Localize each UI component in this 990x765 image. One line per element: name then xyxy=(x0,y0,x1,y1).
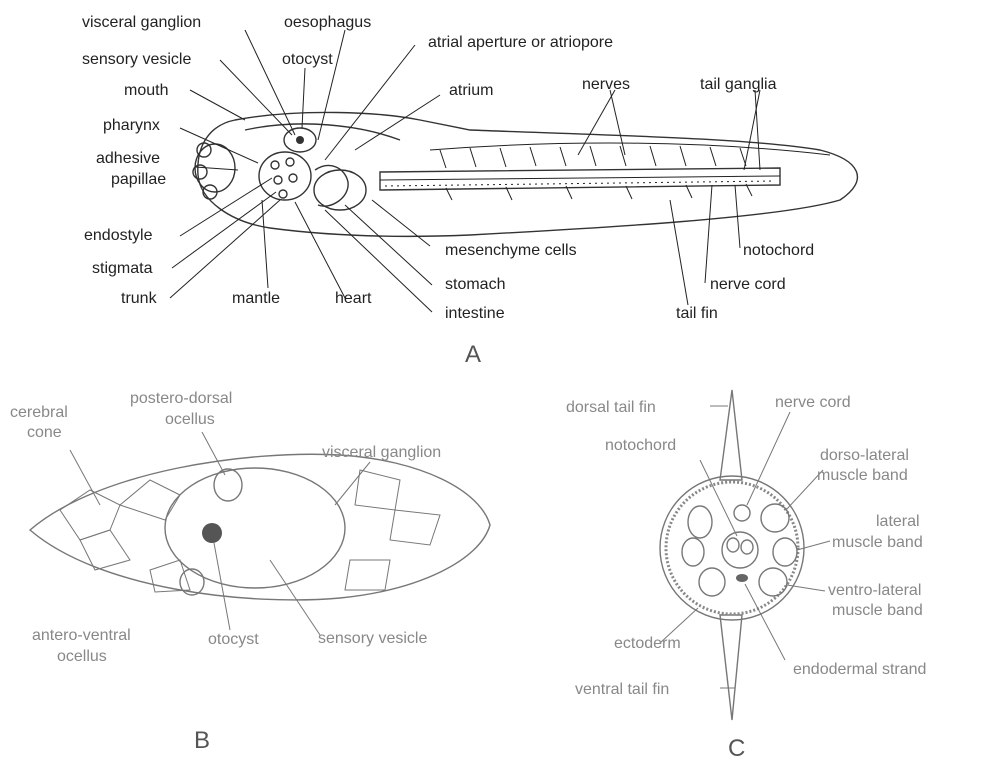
label-a-atrial-aperture: atrial aperture or atriopore xyxy=(428,34,613,51)
label-a-atrium: atrium xyxy=(449,82,493,99)
label-c-muscle-band-2: muscle band xyxy=(832,534,923,551)
label-b-visceral-ganglion: visceral ganglion xyxy=(322,444,441,461)
label-a-endostyle: endostyle xyxy=(84,227,153,244)
tail-nerve-cord-line xyxy=(380,176,780,180)
caption-b: B xyxy=(194,727,210,754)
panel-b-sensory-vesicle: cerebral cone postero-dorsal ocellus vis… xyxy=(10,390,490,754)
tail-fin-line xyxy=(430,143,830,155)
label-c-nerve-cord: nerve cord xyxy=(775,394,851,411)
muscle-band-vl-right xyxy=(759,568,787,596)
label-c-lateral: lateral xyxy=(876,513,920,530)
panel-a-larva: visceral ganglion oesophagus atrial aper… xyxy=(82,14,857,368)
label-a-adhesive: adhesive xyxy=(96,150,160,167)
antero-ventral-ocellus-b xyxy=(180,569,204,595)
label-a-oesophagus: oesophagus xyxy=(284,14,371,31)
label-a-heart: heart xyxy=(335,290,372,307)
label-b-ocellus2: ocellus xyxy=(57,648,107,665)
endodermal-strand-c xyxy=(736,574,748,582)
label-a-otocyst: otocyst xyxy=(282,51,333,68)
label-b-postero-dorsal: postero-dorsal xyxy=(130,390,232,407)
label-a-intestine: intestine xyxy=(445,305,505,322)
nerve-cord-c xyxy=(734,505,750,521)
label-a-tail-ganglia: tail ganglia xyxy=(700,76,777,93)
label-b-cerebral: cerebral xyxy=(10,404,68,421)
caption-c: C xyxy=(728,735,745,762)
label-a-nerves: nerves xyxy=(582,76,630,93)
mantle-a xyxy=(245,124,400,140)
label-c-ventro-lateral: ventro-lateral xyxy=(828,582,921,599)
muscle-band-lat-right xyxy=(773,538,797,566)
label-c-muscle-band-3: muscle band xyxy=(832,602,923,619)
dorsal-fin-c xyxy=(720,390,742,480)
label-c-dorsal-tail-fin: dorsal tail fin xyxy=(566,399,656,416)
label-a-mouth: mouth xyxy=(124,82,168,99)
adhesive-papillae xyxy=(193,143,235,199)
label-c-ectoderm: ectoderm xyxy=(614,635,681,652)
label-c-notochord: notochord xyxy=(605,437,676,454)
label-a-pharynx: pharynx xyxy=(103,117,160,134)
muscle-band-dl-right xyxy=(761,504,789,532)
label-c-ventral-tail-fin: ventral tail fin xyxy=(575,681,669,698)
label-b-sensory-vesicle: sensory vesicle xyxy=(318,630,427,647)
label-b-otocyst: otocyst xyxy=(208,631,259,648)
muscle-band-lat-left xyxy=(682,538,704,566)
notochord-cell-1 xyxy=(727,538,739,552)
label-a-papillae: papillae xyxy=(111,171,166,188)
label-a-stigmata: stigmata xyxy=(92,260,153,277)
label-a-sensory-vesicle: sensory vesicle xyxy=(82,51,191,68)
notochord-cell-2 xyxy=(741,540,753,554)
label-a-tail-fin: tail fin xyxy=(676,305,718,322)
label-a-stomach: stomach xyxy=(445,276,505,293)
muscle-band-vl-left xyxy=(699,568,725,596)
label-a-notochord: notochord xyxy=(743,242,814,259)
label-b-ocellus: ocellus xyxy=(165,411,215,428)
larva-body-outline xyxy=(198,112,858,236)
label-b-cone: cone xyxy=(27,424,62,441)
label-a-mantle: mantle xyxy=(232,290,280,307)
ventral-fin-c xyxy=(720,615,742,720)
atrium-a xyxy=(314,170,366,210)
section-ectoderm-ring xyxy=(666,482,798,614)
panel-b-inner-cavity xyxy=(165,468,345,588)
label-c-dorso-lateral: dorso-lateral xyxy=(820,447,909,464)
otocyst-b xyxy=(202,523,222,543)
muscle-band-dl-left xyxy=(688,506,712,538)
label-a-trunk: trunk xyxy=(121,290,158,307)
label-a-mesenchyme-cells: mesenchyme cells xyxy=(445,242,577,259)
section-outer-ring xyxy=(660,476,804,620)
panel-b-cell-network xyxy=(60,470,440,592)
panel-c-tail-section: dorsal tail fin nerve cord notochord dor… xyxy=(566,390,926,762)
label-b-antero-ventral: antero-ventral xyxy=(32,627,131,644)
tail-nerves xyxy=(440,146,752,200)
pharynx-stigmata xyxy=(259,152,311,200)
postero-dorsal-ocellus-b xyxy=(214,469,242,501)
label-a-nerve-cord: nerve cord xyxy=(710,276,786,293)
panel-b-outline xyxy=(30,454,490,600)
label-a-visceral-ganglion: visceral ganglion xyxy=(82,14,201,31)
caption-a: A xyxy=(465,341,481,368)
label-c-endodermal-strand: endodermal strand xyxy=(793,661,926,678)
label-c-muscle-band-1: muscle band xyxy=(817,467,908,484)
